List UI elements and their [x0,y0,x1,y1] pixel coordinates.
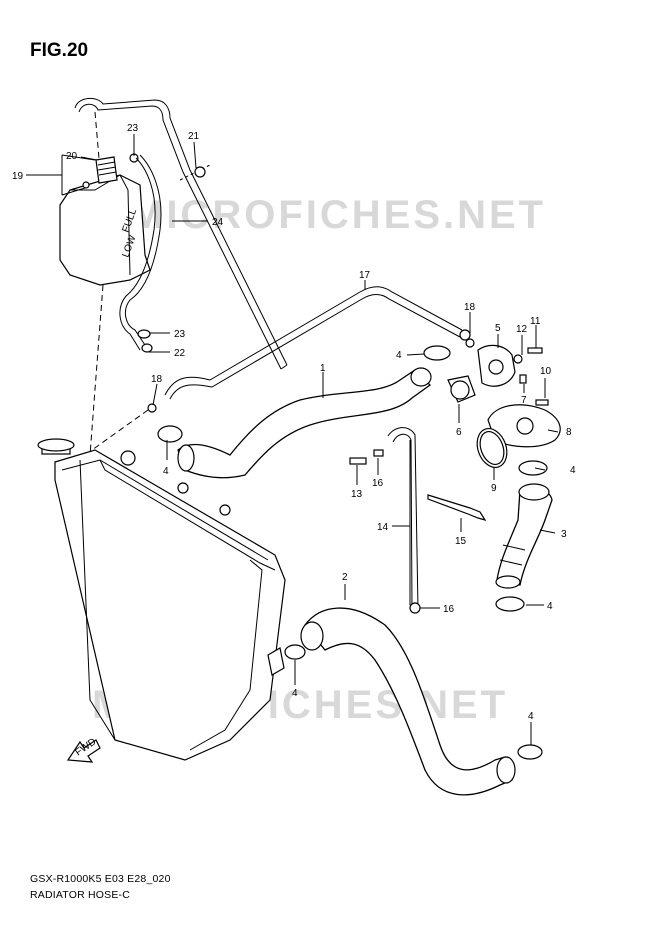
callout-4a: 4 [396,350,402,361]
callout-20: 20 [66,151,78,162]
callout-22: 22 [174,348,186,359]
callout-16b: 16 [443,604,455,615]
callout-9: 9 [491,483,497,494]
callout-13: 13 [351,489,363,500]
callout-4c: 4 [570,465,576,476]
callout-4b: 4 [163,466,169,477]
model-code: GSX-R1000K5 E03 E28_020 [30,873,171,885]
callout-6: 6 [456,427,462,438]
callout-10: 10 [540,366,552,377]
callout-11: 11 [530,316,541,327]
breather-hose [119,154,162,353]
callout-15: 15 [455,536,467,547]
callout-17: 17 [359,270,371,281]
callout-14: 14 [377,522,389,533]
callout-12: 12 [516,324,528,335]
radiator [37,438,286,761]
callout-numbers: 1 2 3 4 4 4 4 4 4 5 6 7 8 9 10 11 12 13 … [12,123,576,722]
reservoir-tank: FULL LOW [59,153,151,286]
callout-23b: 23 [174,329,186,340]
hose-17 [164,286,471,400]
callout-18b: 18 [151,374,163,385]
radiator-hose-lower [300,607,516,796]
figure-title: FIG.20 [30,40,89,61]
callout-3: 3 [561,529,567,540]
callout-19: 19 [12,171,24,182]
watermark-top: MICROFICHES.NET [130,193,546,237]
callout-18a: 18 [464,302,476,313]
hose-clamps [147,166,548,760]
leader-lines [26,134,559,745]
callout-4d: 4 [547,601,553,612]
callout-23a: 23 [127,123,139,134]
radiator-hose-short [495,483,553,589]
thermostat-housing [349,338,561,522]
callout-24: 24 [212,217,224,228]
callout-4e: 4 [292,688,298,699]
hose-14 [387,427,421,614]
callout-1: 1 [320,363,326,374]
callout-21: 21 [188,131,200,142]
dashed-guide-lines [84,111,211,456]
callout-5: 5 [495,323,501,334]
callout-8: 8 [566,427,572,438]
section-title: RADIATOR HOSE-C [30,889,131,901]
callout-4f: 4 [528,711,534,722]
radiator-hose-upper [177,367,432,479]
overflow-hose [74,98,288,370]
callout-7: 7 [521,395,527,406]
fwd-arrow: FWD [66,736,101,763]
callout-2: 2 [342,572,348,583]
callout-16a: 16 [372,478,384,489]
